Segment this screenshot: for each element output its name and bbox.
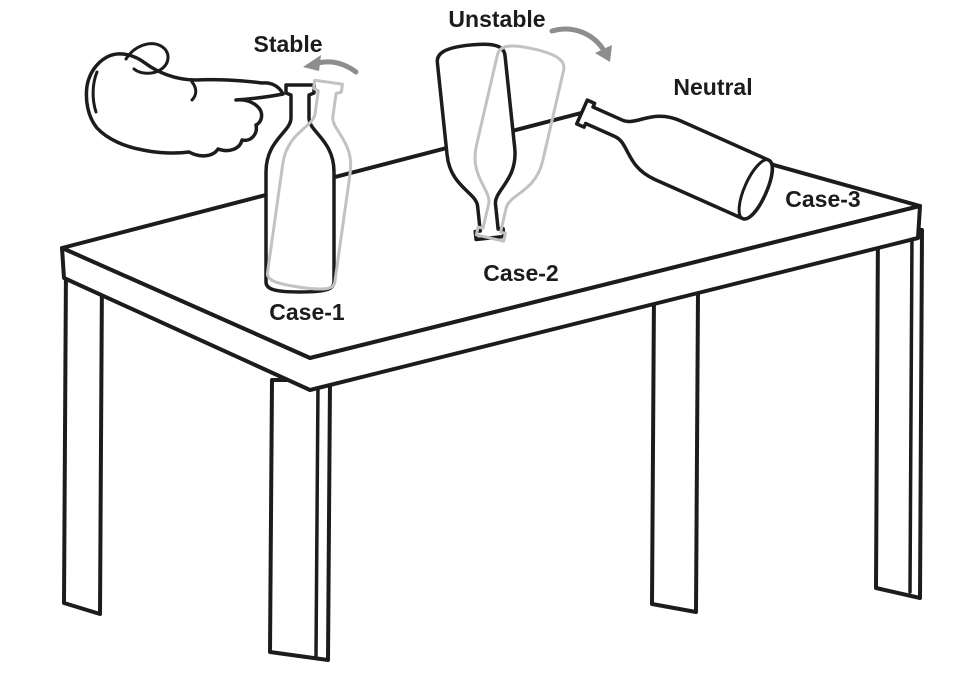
bottle-upright: [264, 83, 336, 294]
wrist-line: [91, 70, 99, 114]
label-stable: Stable: [253, 31, 322, 57]
thumb-line: [124, 42, 170, 75]
table-edge-band: [60, 204, 922, 392]
tilt-arrow-left-icon: [303, 55, 359, 75]
bottle-base-rim: [737, 158, 774, 221]
table-leg-front-center: [268, 378, 332, 662]
label-case-3: Case-3: [785, 186, 860, 212]
case3-group: Neutral Case-3: [574, 74, 861, 221]
label-neutral: Neutral: [673, 74, 752, 100]
label-case-2: Case-2: [483, 260, 558, 286]
case1-group: Stable Case-1: [84, 31, 359, 325]
bottle-lying: [574, 98, 775, 221]
label-case-1: Case-1: [269, 299, 345, 325]
table-leg-right-edge: [908, 231, 914, 594]
table-leg-right: [874, 224, 924, 600]
ghost-bottle-inverted: [473, 44, 566, 243]
table-leg-front-left: [62, 264, 104, 616]
ghost-bottle-upright: [265, 78, 353, 291]
label-unstable: Unstable: [448, 6, 545, 32]
index-knuckle-line: [190, 80, 198, 102]
table-leg-front-center-edge: [314, 382, 320, 658]
pointing-hand-icon: [84, 42, 285, 158]
tilt-arrow-right-icon: [549, 26, 612, 62]
case2-group: Unstable Case-2: [435, 6, 612, 286]
table-leg-back-right: [650, 290, 700, 614]
